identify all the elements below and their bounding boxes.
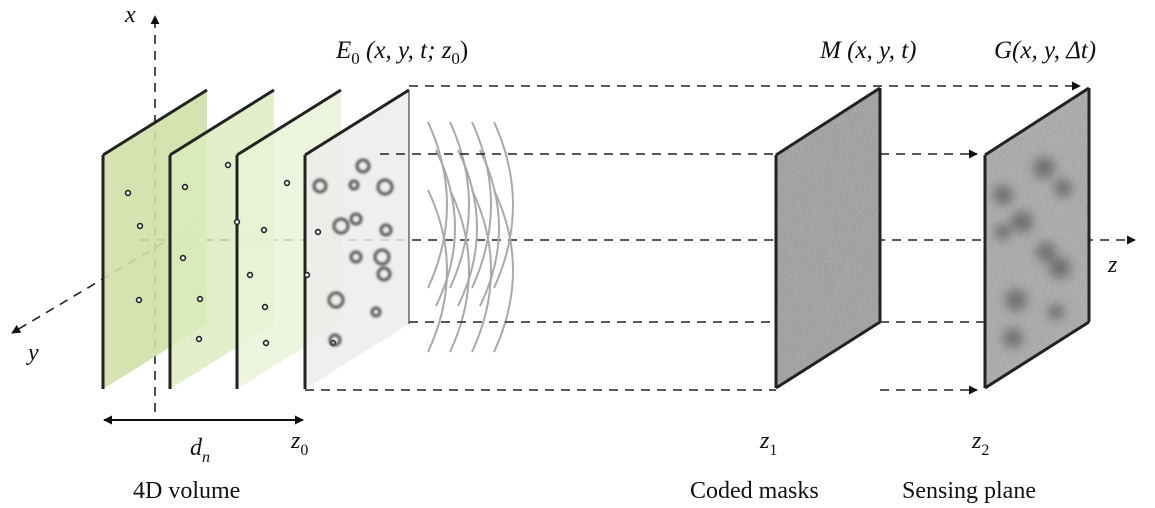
wavefronts [427, 121, 514, 353]
volume-caption: 4D volume [133, 478, 240, 504]
y-axis-label: y [26, 340, 39, 366]
field-label: E0 (x, y, t; z0) [335, 37, 468, 68]
coded-mask-plane [774, 86, 882, 390]
sensing-plane [983, 86, 1091, 390]
z2-label: z2 [971, 428, 989, 459]
masks-caption: Coded masks [690, 478, 819, 504]
sensor-label: G(x, y, Δt) [994, 37, 1096, 64]
particles [124, 161, 337, 347]
z0-label: z0 [290, 428, 308, 459]
mask-label: M (x, y, t) [819, 37, 916, 64]
z-axis-label: z [1107, 252, 1118, 278]
field-plane-z0 [303, 88, 410, 389]
z1-label: z1 [759, 428, 777, 459]
dn-label: dn [190, 435, 210, 466]
propagation-rays [305, 81, 1081, 395]
x-axis-label: x [124, 2, 136, 28]
diffraction-rings [312, 158, 394, 347]
sensing-caption: Sensing plane [902, 478, 1036, 504]
